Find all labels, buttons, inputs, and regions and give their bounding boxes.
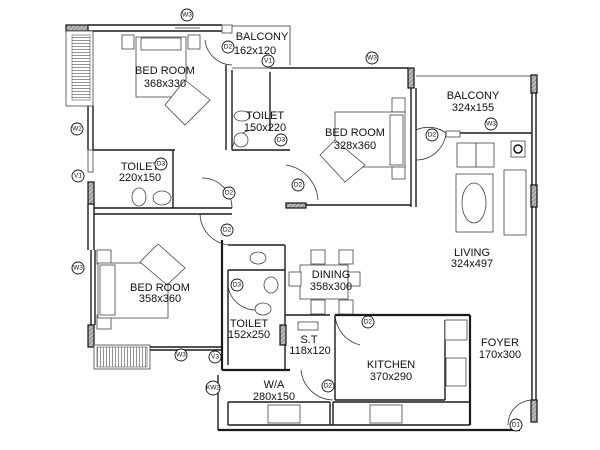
room-name: BALCONY	[236, 31, 289, 43]
room-name: FOYER	[481, 337, 519, 349]
svg-text:D2: D2	[364, 319, 373, 326]
door-arc	[415, 126, 447, 134]
room-name: DINING	[312, 269, 351, 281]
sofa	[503, 169, 527, 236]
room-name: S.T	[300, 334, 317, 346]
tag-d2: D2	[425, 128, 439, 142]
room-size: 118x120	[289, 345, 330, 357]
sink	[267, 404, 301, 424]
room-name: TOILET	[230, 318, 269, 330]
svg-text:W3: W3	[182, 12, 192, 19]
svg-text:W3: W3	[367, 55, 377, 62]
svg-text:D3: D3	[277, 137, 286, 144]
room-name: BALCONY	[447, 90, 500, 102]
column	[65, 24, 89, 32]
room-size: 280x150	[253, 391, 295, 403]
tag-d2: D2	[321, 379, 335, 393]
tag-d2: D2	[361, 315, 375, 329]
door-arc	[415, 130, 447, 161]
tag-v1: V1	[71, 169, 85, 183]
svg-text:D2: D2	[294, 182, 303, 189]
door-arc	[285, 164, 319, 201]
tag-v1: V1	[261, 54, 275, 68]
room-size: 324x155	[452, 102, 494, 114]
room-name: BED ROOM	[130, 282, 190, 294]
door-arc	[334, 314, 361, 346]
tag-d3: D3	[274, 133, 288, 147]
room-name: W/A	[264, 379, 285, 391]
door-arc	[201, 177, 233, 209]
room-name: TOILET	[121, 161, 160, 173]
tag-d2: D2	[291, 178, 305, 192]
svg-text:W2: W2	[72, 126, 82, 133]
door-arc	[507, 399, 533, 426]
room-labels: BED ROOM 368x330 BALCONY 162x120 TOILET …	[119, 31, 521, 403]
svg-text:D2: D2	[428, 132, 437, 139]
room-size: 170x300	[479, 349, 521, 361]
tag-w3: W3	[484, 117, 498, 131]
room-size: 368x330	[144, 78, 186, 90]
tag-w3: W3	[365, 51, 379, 65]
tag-kw2: KW2	[205, 380, 221, 396]
room-name: TOILET	[246, 110, 285, 122]
room-size: 328x360	[334, 140, 376, 152]
door-arc	[204, 39, 233, 66]
svg-text:D2: D2	[225, 190, 234, 197]
door-arc	[227, 284, 259, 311]
tag-d2: D2	[221, 40, 235, 54]
tag-v3: V3	[208, 350, 222, 364]
walls	[65, 24, 538, 432]
svg-text:V3: V3	[211, 354, 219, 361]
sink	[369, 404, 403, 424]
room-size: 324x497	[451, 258, 493, 270]
door-arc	[199, 213, 233, 246]
tags: W3 D2 V1 W3 W2 D3 D2 W3 D3 V1 D2 D2 D2 W…	[70, 8, 523, 432]
room-size: 150x220	[244, 122, 286, 134]
room-name: BED ROOM	[135, 65, 195, 77]
svg-text:D3: D3	[157, 161, 166, 168]
svg-text:V1: V1	[264, 58, 272, 65]
tag-d3: D3	[230, 278, 244, 292]
furniture	[96, 34, 527, 424]
room-size: 358x300	[310, 281, 352, 293]
tag-w3: W3	[71, 261, 85, 275]
tag-w2: W2	[70, 122, 84, 136]
door-arc	[300, 369, 334, 401]
room-size: 152x250	[228, 329, 270, 341]
room-size: 370x290	[370, 371, 412, 383]
tag-d3: D3	[154, 157, 168, 171]
room-name: KITCHEN	[367, 359, 415, 371]
svg-text:V1: V1	[74, 173, 82, 180]
room-name: BED ROOM	[325, 127, 385, 139]
svg-text:W3: W3	[73, 265, 83, 272]
svg-text:D2: D2	[223, 227, 232, 234]
svg-text:D3: D3	[233, 282, 242, 289]
tag-d2: D2	[220, 223, 234, 237]
svg-text:D1: D1	[512, 422, 521, 429]
tag-w3: W3	[174, 348, 188, 362]
svg-text:D2: D2	[224, 44, 233, 51]
doors	[199, 39, 533, 426]
room-size: 162x120	[234, 45, 276, 57]
svg-text:KW2: KW2	[206, 385, 220, 392]
stove	[445, 357, 467, 387]
svg-text:W3: W3	[176, 352, 186, 359]
tag-d2: D2	[222, 186, 236, 200]
svg-text:D2: D2	[324, 383, 333, 390]
tag-d1: D1	[509, 418, 523, 432]
tag-w3: W3	[180, 8, 194, 22]
svg-text:W3: W3	[486, 121, 496, 128]
room-size: 358x360	[139, 293, 181, 305]
room-size: 220x150	[119, 172, 161, 184]
dining-table	[299, 264, 349, 300]
room-name: LIVING	[454, 247, 490, 259]
sofa	[456, 142, 495, 168]
